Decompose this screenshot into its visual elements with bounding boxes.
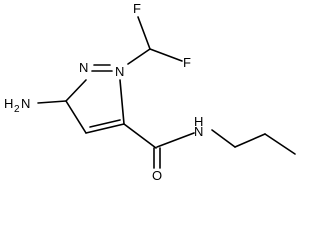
bond-c-f-right	[149, 48, 183, 62]
atom-amine-n: N	[21, 96, 30, 111]
molecular-structure-diagram: F F N N H 2 N N H O	[4, 1, 296, 183]
atom-nitrogen-ring-2: N	[79, 60, 88, 75]
atom-carbonyl-oxygen: O	[152, 168, 162, 183]
bond-f-top-c	[137, 16, 151, 50]
atom-fluorine-top: F	[133, 1, 141, 16]
bond-ch2-ch2	[234, 133, 266, 148]
bond-c3-nh2	[37, 100, 67, 104]
bond-c5-carbonyl	[123, 123, 157, 149]
bond-nh-ch2	[211, 129, 236, 148]
atom-amine-h: H	[4, 96, 13, 111]
atom-amine-subscript: 2	[14, 104, 20, 115]
atom-amide-n: N	[194, 124, 203, 139]
bond-ch2-ch3	[264, 133, 296, 155]
atom-fluorine-right: F	[183, 55, 191, 70]
atom-amide-h: H	[194, 114, 203, 129]
bond-c4-c5	[85, 123, 125, 134]
bond-c4-c5-double	[89, 119, 121, 128]
bond-c-n1	[127, 48, 151, 65]
bond-c3-c4	[65, 100, 87, 134]
atom-nitrogen-ring-1: N	[115, 64, 124, 79]
bond-c5-n1	[119, 79, 125, 125]
bond-n2-c3	[65, 79, 87, 102]
bond-carbonyl-nh	[156, 132, 195, 148]
